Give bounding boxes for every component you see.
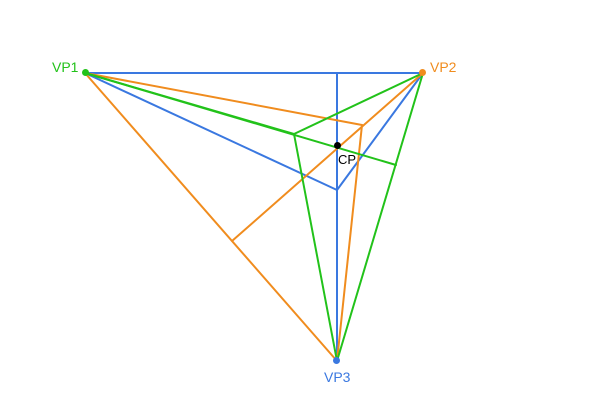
green-line-vp1-b xyxy=(84,72,397,166)
orange-line-vp1 xyxy=(84,72,363,126)
vp2-label: VP2 xyxy=(430,59,457,75)
blue-lines-group xyxy=(84,72,424,362)
vp2-point xyxy=(419,69,426,76)
orange-line-vp2 xyxy=(231,72,424,242)
orange-line-vp1-vp3 xyxy=(84,72,338,362)
cp-label: CP xyxy=(338,152,357,167)
green-line-vp2 xyxy=(293,72,424,135)
vp3-label: VP3 xyxy=(324,369,351,385)
vp3-point xyxy=(333,357,340,364)
vp1-point xyxy=(82,69,89,76)
green-line-vp2-vp3 xyxy=(336,72,424,362)
green-lines-group xyxy=(84,72,424,362)
cp-point xyxy=(334,142,341,149)
orange-line-vp3 xyxy=(336,124,363,362)
green-line-vp3 xyxy=(293,133,338,362)
orange-lines-group xyxy=(84,72,424,362)
blue-line-vp1 xyxy=(84,72,338,191)
blue-line-vp2 xyxy=(336,72,424,191)
vp1-label: VP1 xyxy=(52,59,79,75)
